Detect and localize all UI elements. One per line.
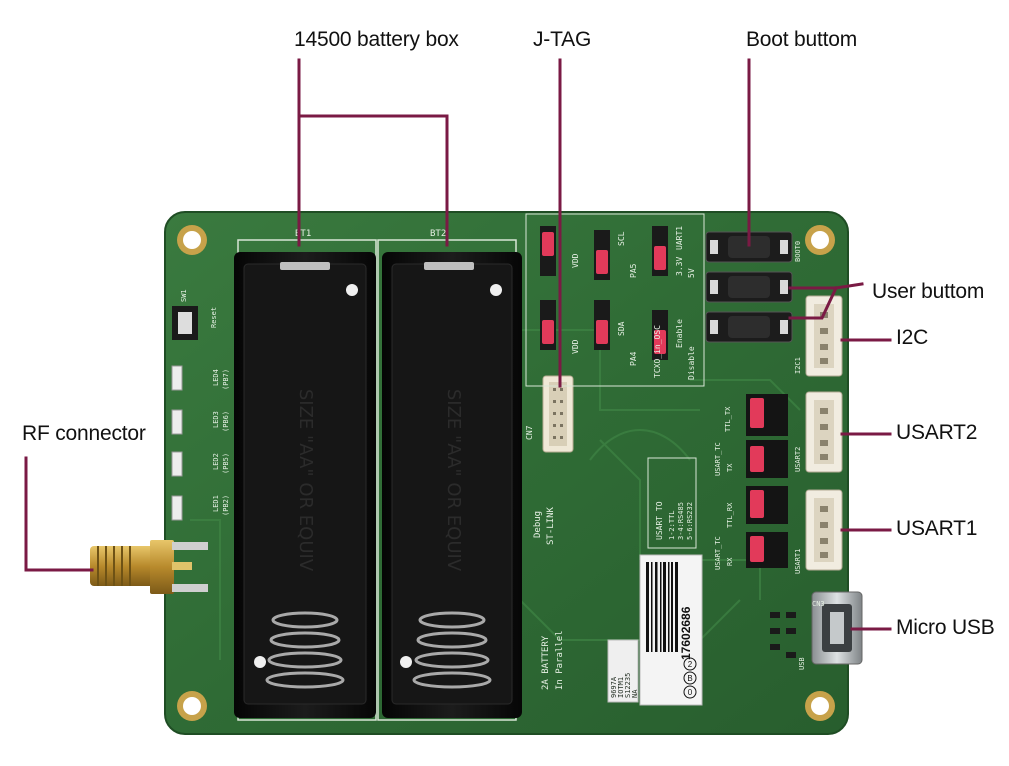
micro-usb-port [811,591,863,665]
aux-button [705,311,793,343]
reset-silk: Reset [210,307,218,328]
part-line-4: NA [631,689,639,698]
boot-button [705,231,793,263]
led4-silk: LED4 [212,369,220,386]
uart1-silk: UART1 [675,226,684,250]
label-battery-box: 14500 battery box [294,28,459,51]
label-boot-button: Boot buttom [746,28,858,51]
sda-silk: SDA [617,321,626,336]
part-line-3: S12235 [624,673,632,698]
barcode-icon-2: 2 [688,660,693,669]
battery-note-silk: 2A BATTERY [541,635,551,690]
led2-silk: LED2 [212,453,220,470]
debug-silk: Debug [533,511,543,538]
5v-silk: 5V [687,268,696,278]
bt1-silk: BT1 [295,229,311,239]
rs-mode-2: 3-4:RS485 [677,502,685,540]
rx-silk: RX [726,557,734,566]
vdd-silk: VDD [571,339,580,354]
battery-2-emboss: SIZE "AA" OR EQUIV [443,389,464,572]
usart-jumpers [746,394,788,568]
label-jtag: J-TAG [533,28,592,51]
vdd-top-silk: VDD [571,253,580,268]
i2c-connector [805,295,843,377]
bt2-silk: BT2 [430,229,446,239]
part-line-1: 9697A [610,676,618,698]
label-usart1: USART1 [896,517,978,540]
usart1-silk: USART1 [794,549,802,574]
status-leds [171,365,183,521]
led3-silk: LED3 [212,411,220,428]
label-rf-connector: RF connector [22,422,146,445]
pa5-silk: PA5 [629,263,638,278]
battery-box-line [297,58,449,247]
mounting-holes [177,225,835,721]
callout-lines [24,58,892,631]
part-line-2: IOTM1 [617,677,625,698]
usart-tc-silk-1: USART_TC [714,442,722,476]
st-link-silk: ST-LINK [546,506,556,545]
barcode-label: 17602686 0 B 2 [639,554,703,706]
usart2-connector [805,391,843,473]
tx-silk: TX [726,463,734,472]
rf-connector [90,540,208,594]
tcxo-silk: TCXO_in_OSC [653,325,662,378]
usart-to-silk: USART TO [655,501,664,540]
sw1-silk: SW1 [180,289,188,302]
user-button [705,271,793,303]
in-parallel-silk: In Parallel [555,630,565,690]
scl-silk: SCL [617,231,626,246]
barcode-icon-1: B [687,674,692,683]
cn3-silk: CN3 [812,600,825,608]
part-label: 9697A IOTM1 S12235 NA [607,639,639,703]
label-micro-usb: Micro USB [896,616,995,639]
barcode-icon-0: 0 [688,688,693,697]
led4-pin: (PB7) [222,369,230,390]
ttl-tx-silk: TTL_TX [724,406,732,432]
disable-silk: Disable [687,346,696,380]
usb-silk: USB [798,657,806,670]
led2-pin: (PB5) [222,453,230,474]
boot0-silk: BOOT0 [794,241,802,262]
jumper-block-top [540,226,668,360]
rf-connector-line [24,456,94,572]
v33-silk: 3.3V [675,257,684,276]
rs-mode-1: 1-2:TTL [668,510,676,540]
jtag-connector [542,375,574,453]
barcode-number: 17602686 [679,606,693,660]
i2c1-silk: I2C1 [794,357,802,374]
usart2-silk: USART2 [794,447,802,472]
usb-passives [770,612,796,658]
label-user-button: User buttom [872,280,985,303]
user-button-line-2 [788,286,838,320]
led1-pin: (PB2) [222,495,230,516]
label-usart2: USART2 [896,421,978,444]
rs-mode-3: 5-6:RS232 [686,502,694,540]
enable-silk: Enable [675,319,684,348]
ttl-rx-silk: TTL_RX [726,502,734,528]
cn7-silk: CN7 [525,425,534,440]
led3-pin: (PB6) [222,411,230,432]
led1-silk: LED1 [212,495,220,512]
battery-holder-1: SIZE "AA" OR EQUIV [234,252,376,718]
battery-1-emboss: SIZE "AA" OR EQUIV [295,389,316,572]
usart-tc-silk-2: USART_TC [714,536,722,570]
pa4-silk: PA4 [629,351,638,366]
label-i2c: I2C [896,326,929,349]
reset-switch [172,306,198,340]
battery-holder-2: SIZE "AA" OR EQUIV [382,252,522,718]
usart1-connector [805,489,843,571]
